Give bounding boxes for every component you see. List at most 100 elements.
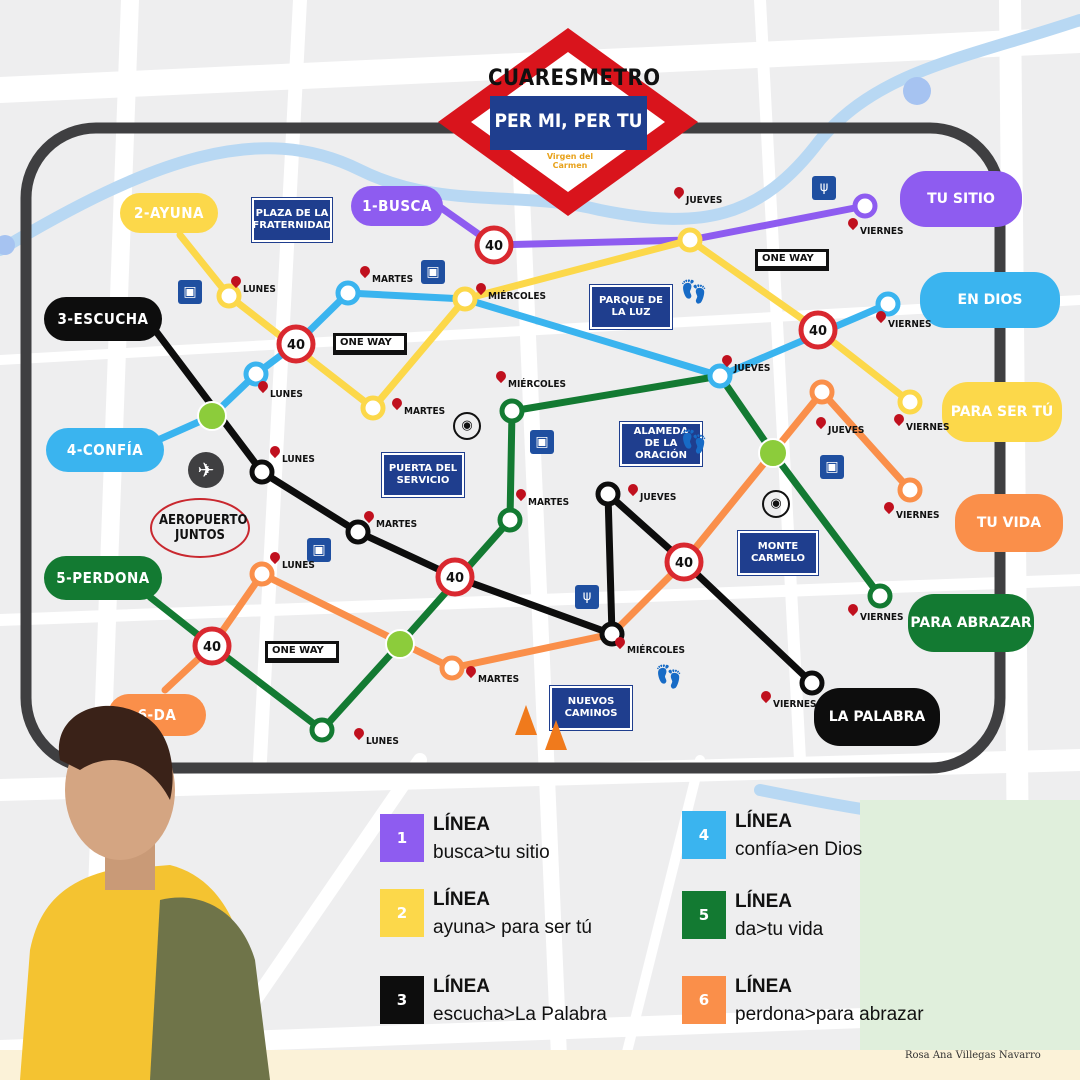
station-5-perdona[interactable]: 5-PERDONA: [44, 556, 162, 600]
speed-sign-text: 40: [446, 571, 464, 586]
legend-line-5-title: LÍNEA: [735, 891, 792, 912]
day-label: VIERNES: [906, 422, 950, 433]
destination-tu-sitio[interactable]: TU SITIO: [900, 171, 1022, 227]
pond: [903, 77, 931, 105]
station-node[interactable]: [309, 717, 335, 743]
day-label: MIÉRCOLES: [488, 291, 546, 302]
station-node[interactable]: [497, 507, 523, 533]
taxi-icon: ▣: [307, 538, 331, 562]
station-node[interactable]: [439, 655, 465, 681]
airport-label: AEROPUERTO JUNTOS: [159, 513, 248, 543]
legend-line-6-title: LÍNEA: [735, 976, 792, 997]
line-1-path: [436, 202, 869, 249]
bus-icon: ▣: [820, 455, 844, 479]
legend-line-6-swatch: 6: [682, 976, 726, 1024]
speed-sign-text: 40: [485, 239, 503, 254]
station-node[interactable]: [249, 459, 275, 485]
destination-tu-vida[interactable]: TU VIDA: [955, 494, 1063, 552]
station-node[interactable]: [809, 379, 835, 405]
speed-limit-sign: 40: [798, 310, 838, 350]
park-area: [860, 800, 1080, 1080]
destination-la-palabra[interactable]: LA PALABRA: [814, 688, 940, 746]
taxi-icon: ▣: [421, 260, 445, 284]
legend-line-3-text: escucha>La Palabra: [433, 1004, 607, 1025]
footprints-icon: 👣: [680, 430, 708, 455]
day-label: MARTES: [404, 406, 446, 417]
speed-sign-circle: [798, 310, 838, 350]
one-way-sign: ONE WAY: [755, 249, 829, 271]
speed-sign-text: 40: [287, 338, 305, 353]
legend-line-6-text: perdona>para abrazar: [735, 1004, 924, 1025]
speed-sign-circle: [192, 626, 232, 666]
station-node[interactable]: [345, 519, 371, 545]
one-way-label: ONE WAY: [268, 644, 336, 658]
sign-plaza-fraternidad: PLAZA DE LA FRATERNIDAD: [251, 197, 333, 243]
speed-limit-sign: 40: [192, 626, 232, 666]
legend-line-2-text: ayuna> para ser tú: [433, 917, 592, 938]
day-label: LUNES: [282, 560, 315, 571]
station-2-ayuna[interactable]: 2-AYUNA: [120, 193, 218, 233]
station-node[interactable]: [452, 286, 478, 312]
sign-alameda-oracion: ALAMEDA DE LA ORACIÓN: [619, 421, 703, 467]
legend-line-2-swatch: 2: [380, 889, 424, 937]
station-node[interactable]: [799, 670, 825, 696]
traffic-cone-icon: [515, 705, 537, 735]
destination-para-abrazar[interactable]: PARA ABRAZAR: [908, 594, 1034, 652]
station-node[interactable]: [595, 481, 621, 507]
station-4-confia[interactable]: 4-CONFÍA: [46, 428, 164, 472]
speed-sign-circle: [276, 324, 316, 364]
legend-line-3-swatch: 3: [380, 976, 424, 1024]
legend-line-3-title: LÍNEA: [433, 976, 490, 997]
wifi-icon: [197, 401, 227, 431]
day-label: LUNES: [282, 454, 315, 465]
traffic-cone-icon: [545, 720, 567, 750]
footprints-icon: 👣: [655, 665, 683, 690]
speed-limit-sign: 40: [435, 557, 475, 597]
station-node[interactable]: [707, 363, 733, 389]
speed-sign-circle: [474, 225, 514, 265]
station-3-escucha[interactable]: 3-ESCUCHA: [44, 297, 162, 341]
station-node[interactable]: [677, 227, 703, 253]
station-node[interactable]: [335, 280, 361, 306]
legend-line-4-title: LÍNEA: [735, 811, 792, 832]
station-node[interactable]: [867, 583, 893, 609]
footprints-icon: 👣: [680, 280, 708, 305]
header-title: CUARESMETRO: [488, 66, 661, 91]
one-way-sign: ONE WAY: [265, 641, 339, 663]
speed-limit-sign: 40: [474, 225, 514, 265]
station-node[interactable]: [360, 395, 386, 421]
station-1-busca[interactable]: 1-BUSCA: [351, 186, 443, 226]
station-node[interactable]: [852, 193, 878, 219]
sign-parque-luz: PARQUE DE LA LUZ: [589, 284, 673, 330]
station-node[interactable]: [897, 389, 923, 415]
wifi-icon: [385, 629, 415, 659]
day-label: JUEVES: [640, 492, 677, 503]
airport-badge[interactable]: AEROPUERTO JUNTOS: [150, 498, 250, 558]
speed-limit-sign: 40: [664, 542, 704, 582]
day-label: MIÉRCOLES: [627, 645, 685, 656]
station-node[interactable]: [875, 291, 901, 317]
speed-sign-text: 40: [675, 556, 693, 571]
speed-sign-text: 40: [809, 324, 827, 339]
station-node[interactable]: [216, 283, 242, 309]
destination-para-ser-tu[interactable]: PARA SER TÚ: [942, 382, 1062, 442]
station-node[interactable]: [243, 361, 269, 387]
legend-line-1-swatch: 1: [380, 814, 424, 862]
destination-en-dios[interactable]: EN DIOS: [920, 272, 1060, 328]
station-node[interactable]: [499, 398, 525, 424]
legend-line-1-title: LÍNEA: [433, 814, 490, 835]
day-label: LUNES: [366, 736, 399, 747]
day-label: VIERNES: [860, 612, 904, 623]
legend-line-4-text: confía>en Dios: [735, 839, 863, 860]
day-label: JUEVES: [828, 425, 865, 436]
legend-line-1-text: busca>tu sitio: [433, 842, 550, 863]
one-way-label: ONE WAY: [758, 252, 826, 266]
day-label: VIERNES: [896, 510, 940, 521]
day-label: MARTES: [528, 497, 570, 508]
one-way-sign: ONE WAY: [333, 333, 407, 355]
legend-line-2-title: LÍNEA: [433, 889, 490, 910]
station-node[interactable]: [249, 561, 275, 587]
station-node[interactable]: [897, 477, 923, 503]
camera-icon: ◉: [453, 412, 481, 440]
virgen-carmen-logo: Virgen del Carmen: [545, 152, 595, 176]
